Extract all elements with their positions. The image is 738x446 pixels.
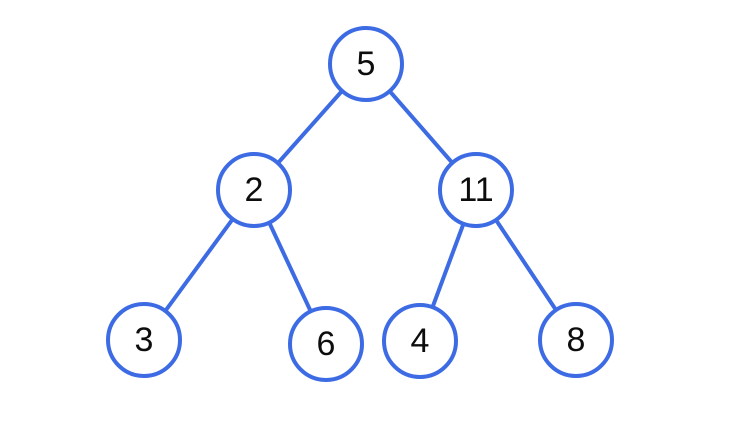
tree-node-n3: 3 <box>106 302 182 378</box>
tree-node-n2: 2 <box>216 152 292 228</box>
tree-node-circle <box>328 26 404 102</box>
tree-node-n5: 5 <box>328 26 404 102</box>
tree-node-circle <box>538 302 614 378</box>
tree-node-n8: 8 <box>538 302 614 378</box>
tree-node-label: 5 <box>357 45 376 83</box>
tree-node-circle <box>438 152 514 228</box>
tree-node-label: 8 <box>567 321 586 359</box>
tree-node-n11: 11 <box>438 152 514 228</box>
tree-node-label: 4 <box>411 322 430 360</box>
tree-node-circle <box>216 152 292 228</box>
tree-node-circle <box>288 306 364 382</box>
tree-node-n4: 4 <box>382 303 458 379</box>
tree-node-label: 3 <box>135 321 154 359</box>
tree-node-n6: 6 <box>288 306 364 382</box>
tree-node-label: 11 <box>458 171 493 209</box>
tree-node-label: 6 <box>317 325 336 363</box>
tree-node-circle <box>106 302 182 378</box>
tree-node-label: 2 <box>245 171 264 209</box>
tree-node-circle <box>382 303 458 379</box>
